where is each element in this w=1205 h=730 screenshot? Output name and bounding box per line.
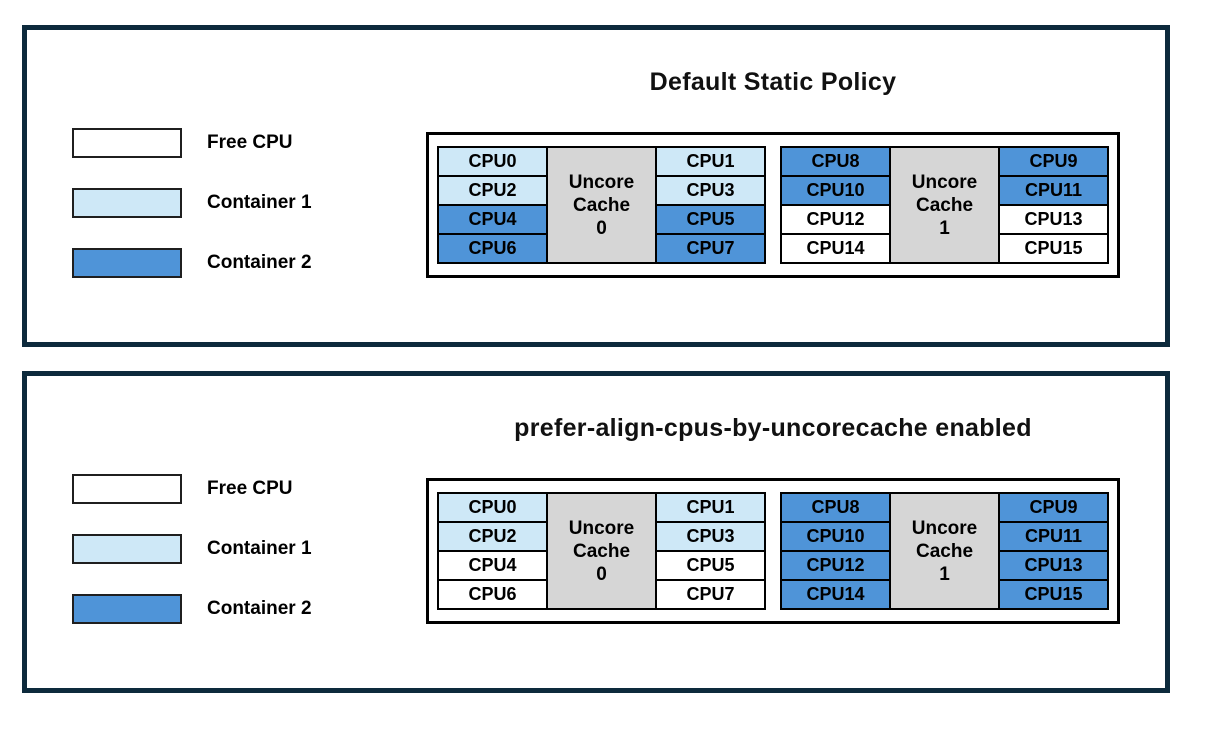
cpu-cell: CPU10 bbox=[780, 175, 891, 206]
uncore-cache-label-line: 0 bbox=[596, 563, 607, 585]
cpu-cell: CPU8 bbox=[780, 146, 891, 177]
cpu-cell: CPU1 bbox=[655, 146, 766, 177]
legend-label: Container 2 bbox=[207, 598, 312, 619]
legend-swatch-free-cpu bbox=[72, 128, 182, 158]
cpu-cell: CPU11 bbox=[998, 175, 1109, 206]
cpu-cell: CPU5 bbox=[655, 550, 766, 581]
cpu-column-left: CPU8 CPU10 CPU12 CPU14 bbox=[780, 146, 891, 264]
cpu-column-right: CPU9 CPU11 CPU13 CPU15 bbox=[998, 146, 1109, 264]
cpu-cell: CPU0 bbox=[437, 146, 548, 177]
uncore-group-0: CPU0 CPU2 CPU4 CPU6 Uncore Cache 0 CPU1 … bbox=[437, 146, 766, 264]
cpu-cell: CPU2 bbox=[437, 521, 548, 552]
panel-title: Default Static Policy bbox=[649, 68, 897, 96]
cpu-cell: CPU12 bbox=[780, 550, 891, 581]
legend-item-container-1: Container 1 bbox=[72, 534, 312, 564]
legend-label: Container 2 bbox=[207, 252, 312, 273]
legend-item-container-1: Container 1 bbox=[72, 188, 312, 218]
cpu-column-right: CPU9 CPU11 CPU13 CPU15 bbox=[998, 492, 1109, 610]
panel-default-static-policy: Default Static Policy Free CPU Container… bbox=[22, 25, 1170, 347]
legend: Free CPU Container 1 Container 2 bbox=[72, 128, 312, 308]
uncore-cache-label-line: Uncore bbox=[568, 517, 635, 539]
uncore-cache-0-block: Uncore Cache 0 bbox=[546, 492, 657, 610]
cpu-cell: CPU11 bbox=[998, 521, 1109, 552]
cpu-cell: CPU14 bbox=[780, 233, 891, 264]
cpu-cell: CPU13 bbox=[998, 550, 1109, 581]
cpu-cell: CPU6 bbox=[437, 233, 548, 264]
cpu-cell: CPU14 bbox=[780, 579, 891, 610]
legend: Free CPU Container 1 Container 2 bbox=[72, 474, 312, 654]
cpu-column-left: CPU8 CPU10 CPU12 CPU14 bbox=[780, 492, 891, 610]
legend-swatch-container-2 bbox=[72, 594, 182, 624]
uncore-cache-label-line: Cache bbox=[572, 194, 631, 216]
uncore-group-1: CPU8 CPU10 CPU12 CPU14 Uncore Cache 1 CP… bbox=[780, 146, 1109, 264]
panel-prefer-align-uncorecache: prefer-align-cpus-by-uncorecache enabled… bbox=[22, 371, 1170, 693]
cpu-diagram: CPU0 CPU2 CPU4 CPU6 Uncore Cache 0 CPU1 … bbox=[426, 478, 1120, 624]
uncore-cache-1-block: Uncore Cache 1 bbox=[889, 146, 1000, 264]
uncore-cache-label-line: 1 bbox=[939, 217, 950, 239]
cpu-column-left: CPU0 CPU2 CPU4 CPU6 bbox=[437, 492, 548, 610]
legend-label: Free CPU bbox=[207, 478, 293, 499]
cpu-column-left: CPU0 CPU2 CPU4 CPU6 bbox=[437, 146, 548, 264]
cpu-cell: CPU10 bbox=[780, 521, 891, 552]
cpu-cell: CPU5 bbox=[655, 204, 766, 235]
cpu-cell: CPU2 bbox=[437, 175, 548, 206]
cpu-cell: CPU15 bbox=[998, 579, 1109, 610]
legend-item-container-2: Container 2 bbox=[72, 594, 312, 624]
cpu-cell: CPU9 bbox=[998, 492, 1109, 523]
cpu-cell: CPU4 bbox=[437, 204, 548, 235]
legend-label: Container 1 bbox=[207, 192, 312, 213]
uncore-cache-1-block: Uncore Cache 1 bbox=[889, 492, 1000, 610]
cpu-column-right: CPU1 CPU3 CPU5 CPU7 bbox=[655, 146, 766, 264]
legend-item-free-cpu: Free CPU bbox=[72, 128, 312, 158]
legend-swatch-container-1 bbox=[72, 534, 182, 564]
legend-swatch-free-cpu bbox=[72, 474, 182, 504]
cpu-cell: CPU6 bbox=[437, 579, 548, 610]
legend-swatch-container-2 bbox=[72, 248, 182, 278]
cpu-column-right: CPU1 CPU3 CPU5 CPU7 bbox=[655, 492, 766, 610]
cpu-cell: CPU3 bbox=[655, 175, 766, 206]
cpu-cell: CPU1 bbox=[655, 492, 766, 523]
cpu-cell: CPU12 bbox=[780, 204, 891, 235]
cpu-cell: CPU7 bbox=[655, 579, 766, 610]
legend-item-free-cpu: Free CPU bbox=[72, 474, 312, 504]
uncore-cache-label-line: 0 bbox=[596, 217, 607, 239]
cpu-cell: CPU9 bbox=[998, 146, 1109, 177]
uncore-cache-label-line: Cache bbox=[572, 540, 631, 562]
uncore-cache-label-line: Cache bbox=[915, 194, 974, 216]
uncore-cache-label-line: Uncore bbox=[568, 171, 635, 193]
cpu-cell: CPU7 bbox=[655, 233, 766, 264]
uncore-cache-label-line: 1 bbox=[939, 563, 950, 585]
legend-item-container-2: Container 2 bbox=[72, 248, 312, 278]
cpu-cell: CPU4 bbox=[437, 550, 548, 581]
cpu-cell: CPU8 bbox=[780, 492, 891, 523]
uncore-group-1: CPU8 CPU10 CPU12 CPU14 Uncore Cache 1 CP… bbox=[780, 492, 1109, 610]
panel-title: prefer-align-cpus-by-uncorecache enabled bbox=[514, 414, 1032, 442]
cpu-cell: CPU0 bbox=[437, 492, 548, 523]
legend-label: Container 1 bbox=[207, 538, 312, 559]
cpu-cell: CPU3 bbox=[655, 521, 766, 552]
uncore-group-0: CPU0 CPU2 CPU4 CPU6 Uncore Cache 0 CPU1 … bbox=[437, 492, 766, 610]
cpu-cell: CPU13 bbox=[998, 204, 1109, 235]
cpu-cell: CPU15 bbox=[998, 233, 1109, 264]
uncore-cache-label-line: Cache bbox=[915, 540, 974, 562]
legend-swatch-container-1 bbox=[72, 188, 182, 218]
uncore-cache-0-block: Uncore Cache 0 bbox=[546, 146, 657, 264]
legend-label: Free CPU bbox=[207, 132, 293, 153]
uncore-cache-label-line: Uncore bbox=[911, 517, 978, 539]
cpu-diagram: CPU0 CPU2 CPU4 CPU6 Uncore Cache 0 CPU1 … bbox=[426, 132, 1120, 278]
uncore-cache-label-line: Uncore bbox=[911, 171, 978, 193]
